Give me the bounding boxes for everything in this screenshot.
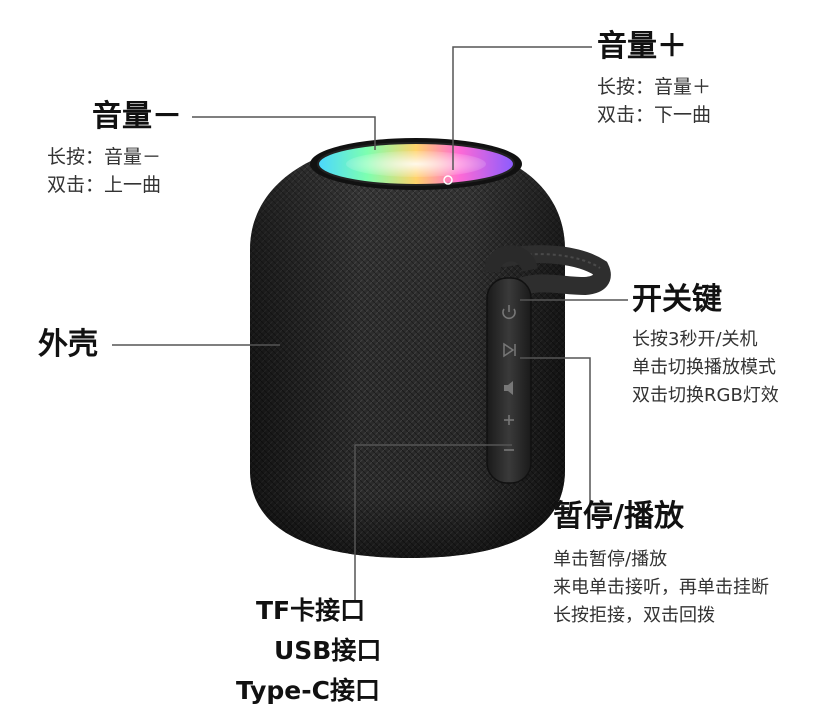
port-typec: Type-C接口 xyxy=(236,676,380,705)
vol-up-line-1: 长按：音量＋ xyxy=(597,76,712,98)
vol-down-desc: 长按：音量－ 双击：上一曲 xyxy=(47,143,161,199)
vol-down-line-1: 长按：音量－ xyxy=(47,146,162,168)
button-strip xyxy=(486,277,532,484)
volume-icon xyxy=(504,381,513,395)
vol-up-desc: 长按：音量＋ 双击：下一曲 xyxy=(597,73,711,129)
power-title: 开关键 xyxy=(632,282,722,317)
play-line-1: 单击暂停/播放 xyxy=(553,549,668,570)
power-desc: 长按3秒开/关机 单击切换播放模式 双击切换RGB灯效 xyxy=(632,326,779,410)
volume-up-touch-icon xyxy=(443,175,453,185)
leader-lines xyxy=(112,46,628,600)
leader-ports xyxy=(354,444,512,600)
vol-down-title: 音量－ xyxy=(92,99,182,134)
power-line-1: 长按3秒开/关机 xyxy=(632,329,758,350)
power-icon xyxy=(502,305,516,320)
play-line-2: 来电单击接听，再单击挂断 xyxy=(553,577,769,598)
vol-up-title: 音量＋ xyxy=(597,29,687,64)
port-usb: USB接口 xyxy=(274,636,382,665)
strap xyxy=(496,245,611,299)
plus-icon xyxy=(504,415,514,425)
play-title: 暂停/播放 xyxy=(553,499,684,534)
play-pause-icon xyxy=(503,342,516,358)
vol-down-line-2: 双击：上一曲 xyxy=(47,174,162,196)
port-tf: TF卡接口 xyxy=(256,596,366,625)
shell-title: 外壳 xyxy=(38,327,98,362)
play-line-3: 长按拒接，双击回拨 xyxy=(553,605,715,626)
leader-vol-down xyxy=(192,116,376,150)
play-desc: 单击暂停/播放 来电单击接听，再单击挂断 长按拒接，双击回拨 xyxy=(553,546,769,630)
vol-up-line-2: 双击：下一曲 xyxy=(597,104,712,126)
power-line-2: 单击切换播放模式 xyxy=(632,357,776,378)
leader-vol-up xyxy=(452,46,592,170)
power-line-3: 双击切换RGB灯效 xyxy=(632,385,779,406)
leader-play xyxy=(520,357,591,505)
